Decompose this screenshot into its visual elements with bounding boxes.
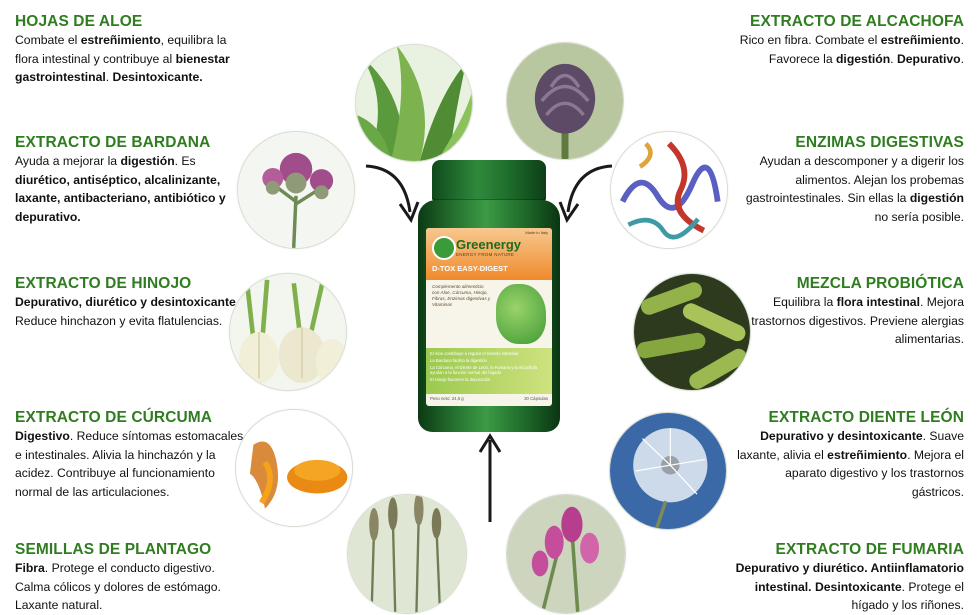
curcuma-image (235, 409, 353, 527)
plantago-block: SEMILLAS DE PLANTAGO Fibra. Protege el c… (15, 540, 237, 615)
aloe-text: Combate el estreñimiento, equilibra la f… (15, 33, 230, 84)
bottle-label: Greenergy ENERGY FROM NATURE D-TOX EASY-… (426, 228, 552, 406)
plantago-image (347, 494, 467, 614)
bottle-cap (432, 160, 546, 202)
probiotica-image (633, 273, 751, 391)
product-description: Complemento alimenticio con Aloe, Cúrcum… (432, 284, 491, 307)
brand-tagline: ENERGY FROM NATURE (456, 252, 515, 257)
curcuma-text: Digestivo. Reduce síntomas estomacales e… (15, 429, 244, 499)
fumaria-text: Depurativo y diurético. Antiinflamatorio… (735, 561, 964, 612)
alcachofa-image (506, 42, 624, 160)
alcachofa-title: EXTRACTO DE ALCACHOFA (750, 13, 964, 30)
bardana-image (237, 131, 355, 249)
brand-logo-icon (432, 236, 456, 260)
product-weight: Peso neto: 24,5 g (430, 396, 464, 401)
enzimas-block: ENZIMAS DIGESTIVAS Ayudan a descomponer … (736, 133, 964, 226)
curcuma-title: EXTRACTO DE CÚRCUMA (15, 409, 213, 426)
hinojo-title: EXTRACTO DE HINOJO (15, 275, 192, 292)
brand-name: Greenergy (456, 237, 522, 252)
product-name: D-TOX EASY-DIGEST (432, 264, 508, 273)
plantago-title: SEMILLAS DE PLANTAGO (15, 541, 212, 558)
origin-flag: Made in Italy (525, 230, 548, 235)
probiotica-title: MEZCLA PROBIÓTICA (796, 275, 964, 292)
alcachofa-text: Rico en fibra. Combate el estreñimiento.… (739, 33, 964, 66)
alcachofa-block: EXTRACTO DE ALCACHOFA Rico en fibra. Com… (732, 12, 964, 68)
arrow-up-icon (478, 433, 502, 522)
arrow-left-icon (365, 164, 420, 224)
diente-leon-title: EXTRACTO DIENTE LEÓN (768, 409, 964, 426)
product-illustration (496, 284, 546, 344)
benefit-1: El Aloe contribuye a regular el tránsito… (430, 351, 519, 356)
bardana-title: EXTRACTO DE BARDANA (15, 134, 211, 151)
benefits-band: El Aloe contribuye a regular el tránsito… (426, 348, 552, 394)
probiotica-block: MEZCLA PROBIÓTICA Equilibra la flora int… (742, 274, 964, 349)
benefit-4: El Hinojo favorece la depuración (430, 377, 491, 382)
aloe-image (355, 44, 473, 162)
enzimas-text: Ayudan a descomponer y a digerir los ali… (745, 154, 964, 224)
enzimas-image (610, 131, 728, 249)
diente-leon-text: Depurativo y desintoxicante. Suave laxan… (737, 429, 964, 499)
product-count: 30 Cápsulas (524, 396, 548, 401)
arrow-right-icon (558, 164, 613, 224)
bardana-block: EXTRACTO DE BARDANA Ayuda a mejorar la d… (15, 133, 243, 226)
bardana-text: Ayuda a mejorar la digestión. Es diuréti… (15, 154, 226, 224)
hinojo-text: Depurativo, diurético y desintoxicante. … (15, 295, 239, 328)
enzimas-title: ENZIMAS DIGESTIVAS (795, 134, 964, 151)
diente-leon-image (609, 412, 727, 530)
fumaria-image (506, 494, 626, 614)
curcuma-block: EXTRACTO DE CÚRCUMA Digestivo. Reduce sí… (15, 408, 250, 501)
benefit-3: La Cúrcuma, el Diente de León, la Fumari… (430, 365, 538, 375)
fumaria-block: EXTRACTO DE FUMARIA Depurativo y diuréti… (726, 540, 964, 615)
aloe-title: HOJAS DE ALOE (15, 13, 143, 30)
aloe-block: HOJAS DE ALOE Combate el estreñimiento, … (15, 12, 245, 87)
fumaria-title: EXTRACTO DE FUMARIA (775, 541, 964, 558)
hinojo-block: EXTRACTO DE HINOJO Depurativo, diurético… (15, 274, 243, 330)
plantago-text: Fibra. Protege el conducto digestivo. Ca… (15, 561, 221, 612)
diente-leon-block: EXTRACTO DIENTE LEÓN Depurativo y desint… (732, 408, 964, 501)
benefit-2: La Bardana facilita la digestión (430, 358, 488, 363)
probiotica-text: Equilibra la flora intestinal. Mejora tr… (751, 295, 964, 346)
product-bottle: Greenergy ENERGY FROM NATURE D-TOX EASY-… (418, 160, 560, 432)
hinojo-image (229, 273, 347, 391)
